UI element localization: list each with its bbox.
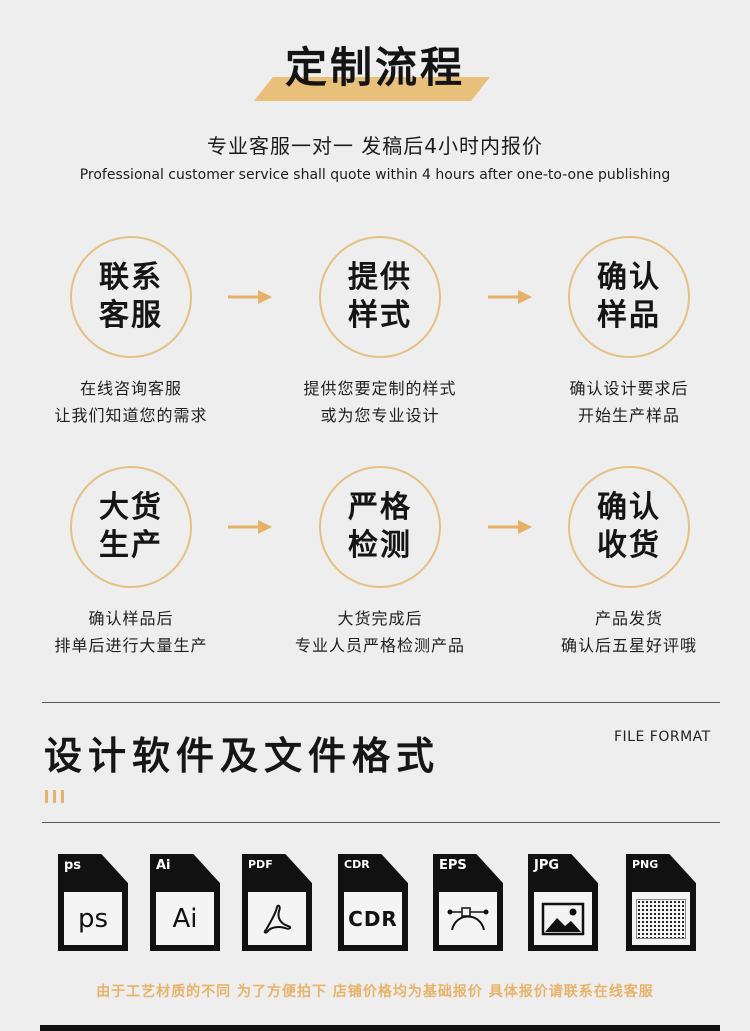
image-icon xyxy=(541,902,585,935)
file-tag: Ai xyxy=(156,858,171,873)
file-tag: CDR xyxy=(344,858,370,871)
step-desc-line1: 在线咨询客服 xyxy=(79,379,182,398)
format-section-title: 设计软件及文件格式 xyxy=(44,734,441,778)
section-divider xyxy=(42,702,720,703)
step-desc-line2: 让我们知道您的需求 xyxy=(54,406,208,425)
step-circle-confirm-receipt: 确认 收货 xyxy=(568,466,690,588)
step-label-line1: 严格 xyxy=(348,490,412,525)
step-desc-line1: 确认设计要求后 xyxy=(569,379,689,398)
step-label-line2: 客服 xyxy=(99,298,163,333)
arrow-right-icon xyxy=(228,290,272,304)
file-tag: JPG xyxy=(534,858,560,873)
step-label-line1: 提供 xyxy=(348,260,412,295)
step-description: 大货完成后 专业人员严格检测产品 xyxy=(260,605,500,659)
title-highlight-band xyxy=(254,77,490,101)
step-circle-contact-service: 联系 客服 xyxy=(70,236,192,358)
file-icon-ps: ps ps xyxy=(58,854,128,951)
step-label-line1: 确认 xyxy=(597,260,661,295)
step-desc-line2: 或为您专业设计 xyxy=(320,406,440,425)
step-label-line2: 检测 xyxy=(348,528,412,563)
file-icon-jpg: JPG xyxy=(528,854,598,951)
page-title-block: 定制流程 xyxy=(0,30,750,105)
step-label-line2: 收货 xyxy=(597,528,661,563)
transparent-grid-icon xyxy=(636,898,686,939)
step-desc-line1: 提供您要定制的样式 xyxy=(303,379,457,398)
coreldraw-icon: CDR xyxy=(348,906,398,931)
step-description: 确认样品后 排单后进行大量生产 xyxy=(11,605,251,659)
step-desc-line1: 产品发货 xyxy=(594,609,663,628)
step-circle-mass-production: 大货 生产 xyxy=(70,466,192,588)
file-icon-pdf: PDF xyxy=(242,854,312,951)
arrow-right-icon xyxy=(488,520,532,534)
bezier-path-icon xyxy=(447,906,489,930)
step-label-line2: 样品 xyxy=(597,298,661,333)
subtitle-chinese: 专业客服一对一 发稿后4小时内报价 xyxy=(206,134,544,158)
step-circle-provide-style: 提供 样式 xyxy=(319,236,441,358)
arrow-right-icon xyxy=(228,520,272,534)
subtitle-english: Professional customer service shall quot… xyxy=(79,167,671,183)
step-desc-line1: 大货完成后 xyxy=(337,609,423,628)
file-tag: PNG xyxy=(632,858,659,871)
step-desc-line2: 专业人员严格检测产品 xyxy=(294,636,465,655)
step-description: 在线咨询客服 让我们知道您的需求 xyxy=(11,375,251,429)
file-icon-cdr: CDR CDR xyxy=(338,854,408,951)
file-tag: PDF xyxy=(248,858,273,871)
bottom-rule xyxy=(40,1025,720,1031)
step-label-line1: 大货 xyxy=(99,490,163,525)
step-desc-line1: 确认样品后 xyxy=(88,609,174,628)
accent-bars xyxy=(45,790,67,804)
step-label-line1: 确认 xyxy=(597,490,661,525)
step-label-line1: 联系 xyxy=(99,260,163,295)
file-icon-png: PNG xyxy=(626,854,696,951)
step-description: 产品发货 确认后五星好评哦 xyxy=(509,605,749,659)
step-desc-line2: 排单后进行大量生产 xyxy=(54,636,208,655)
file-icon-eps: EPS xyxy=(433,854,503,951)
section-divider xyxy=(42,822,720,823)
file-tag: ps xyxy=(64,858,82,873)
arrow-right-icon xyxy=(488,290,532,304)
file-tag: EPS xyxy=(439,858,467,873)
illustrator-icon: Ai xyxy=(172,903,198,934)
acrobat-icon xyxy=(263,904,292,934)
file-format-label: FILE FORMAT xyxy=(614,729,711,745)
step-description: 提供您要定制的样式 或为您专业设计 xyxy=(260,375,500,429)
step-circle-confirm-sample: 确认 样品 xyxy=(568,236,690,358)
step-label-line2: 生产 xyxy=(99,528,163,563)
step-circle-strict-inspection: 严格 检测 xyxy=(319,466,441,588)
step-description: 确认设计要求后 开始生产样品 xyxy=(509,375,749,429)
photoshop-icon: ps xyxy=(77,903,109,934)
step-desc-line2: 确认后五星好评哦 xyxy=(560,636,697,655)
step-label-line2: 样式 xyxy=(348,298,412,333)
page-title: 定制流程 xyxy=(284,43,465,92)
file-icon-ai: Ai Ai xyxy=(150,854,220,951)
pricing-notice: 由于工艺材质的不同 为了方便拍下 店铺价格均为基础报价 具体报价请联系在线客服 xyxy=(96,984,654,1000)
step-desc-line2: 开始生产样品 xyxy=(577,406,680,425)
